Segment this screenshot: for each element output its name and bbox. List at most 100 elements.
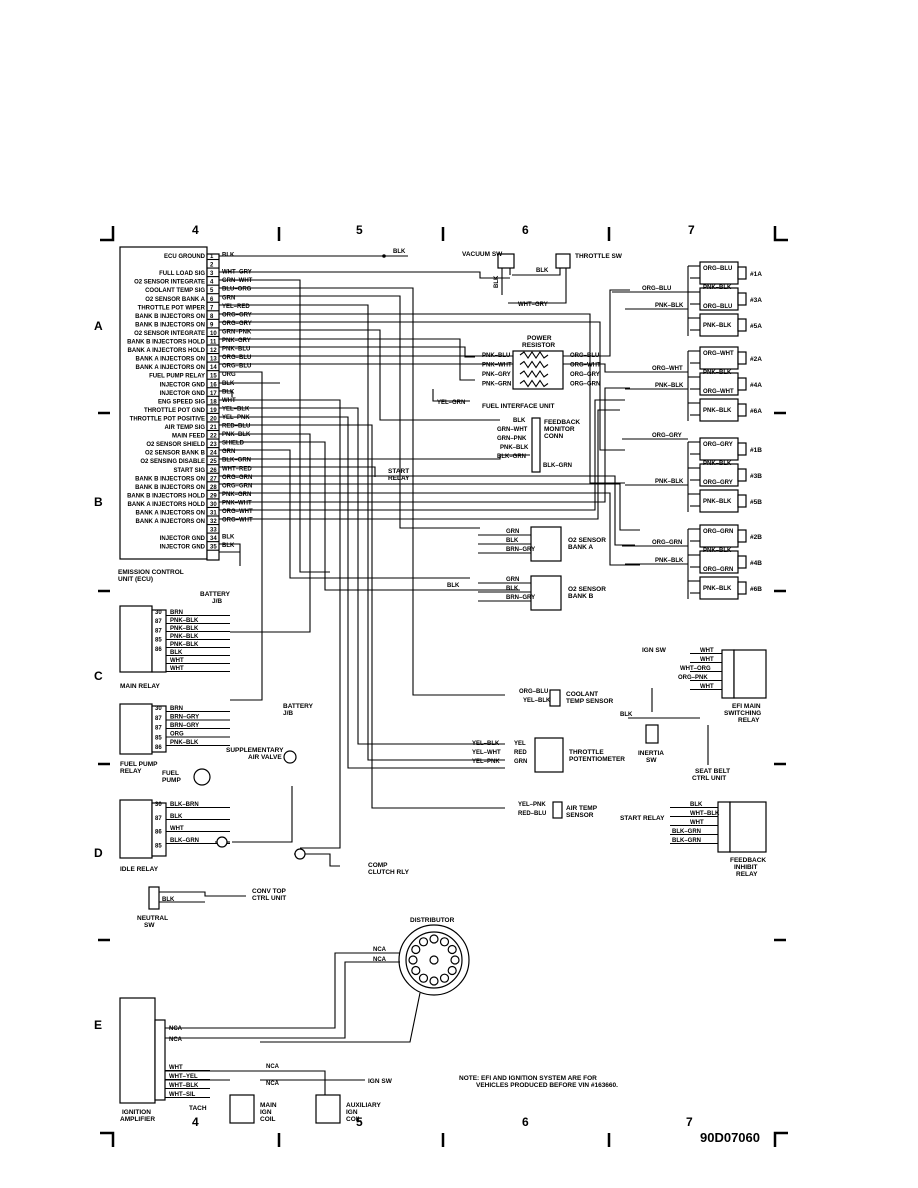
ecu-pin-wire: ORG bbox=[222, 372, 236, 378]
grid-col-5-bottom: 5 bbox=[356, 1115, 363, 1129]
ecu-pin-wire: ORG–GRN bbox=[222, 483, 252, 489]
frame-marks bbox=[98, 226, 788, 1147]
relay-pin: 85 bbox=[155, 735, 162, 741]
injector-feed-label: PNK–BLK bbox=[655, 479, 684, 485]
grid-col-6-bottom: 6 bbox=[522, 1115, 529, 1129]
injector-wire-label: PNK–BLK bbox=[703, 461, 732, 467]
injector-feed-label: ORG–WHT bbox=[652, 366, 683, 372]
ecu-pin-number: 18 bbox=[210, 399, 217, 405]
relay-pin: 30 bbox=[155, 802, 162, 808]
ecu-connector bbox=[206, 253, 220, 561]
ecu-pin-wire: YEL–BLK bbox=[222, 406, 250, 412]
ecu-pin-wire: PNK–BLU bbox=[222, 347, 250, 353]
relay-wire: WHT bbox=[170, 658, 184, 664]
amp-wire: WHT–YEL bbox=[169, 1074, 198, 1080]
resistor-left-wire: PNK–GRN bbox=[482, 382, 511, 388]
ecu-pin-signal: INJECTOR GND bbox=[160, 382, 206, 388]
ecu-pin-wire: BLK bbox=[222, 543, 235, 549]
ecu-pin-signal: ECU GROUND bbox=[164, 254, 206, 260]
efi-wire: ORG–PNK bbox=[678, 675, 708, 681]
grid-row-e: E bbox=[94, 1018, 102, 1032]
ecu-pin-number: 22 bbox=[210, 434, 217, 440]
relay-wire: BRN bbox=[170, 706, 183, 712]
ecu-pin-wire: PNK–WHT bbox=[222, 500, 252, 506]
grid-col-7-top: 7 bbox=[688, 223, 695, 237]
relay-pin: 87 bbox=[155, 619, 162, 625]
efi-wire: WHT bbox=[700, 657, 714, 663]
ecu-pin-wire: PNK–BLK bbox=[222, 432, 251, 438]
injector-label: #4B bbox=[750, 560, 762, 567]
ecu-pin-wire: SHIELD bbox=[222, 441, 245, 447]
ecu-pin-number: 25 bbox=[210, 459, 217, 465]
efi-wire: WHT bbox=[700, 648, 714, 654]
ecu-pin-number: 28 bbox=[210, 485, 217, 491]
throttle-wht-gry-label: WHT–GRY bbox=[518, 302, 548, 308]
ecu-pin-wire: PNK–GRN bbox=[222, 492, 251, 498]
ecu-pin-signal: BANK B INJECTORS ON bbox=[135, 476, 205, 482]
injector-wire-label: ORG–GRY bbox=[703, 442, 733, 448]
amp-wire: WHT–BLK bbox=[169, 1083, 199, 1089]
ecu-pin-number: 29 bbox=[210, 493, 217, 499]
ecu-pin-number: 23 bbox=[210, 442, 217, 448]
ecu-pin-wire: GRN bbox=[222, 295, 235, 301]
relay-wire: BRN–GRY bbox=[170, 723, 199, 729]
relay-wire: WHT bbox=[170, 826, 184, 832]
ecu-pin-signal: BANK A INJECTORS HOLD bbox=[128, 348, 206, 354]
ecu-pin-number: 17 bbox=[210, 391, 217, 397]
relay-wire: BLK bbox=[170, 650, 183, 656]
fbr-wire: WHT–BLK bbox=[690, 811, 720, 817]
ecu-pin-number: 16 bbox=[210, 382, 217, 388]
ecu-pin-wire: PNK–GRY bbox=[222, 338, 251, 344]
ecu-pin-signal: BANK A INJECTORS ON bbox=[136, 365, 205, 371]
relay-pin: 87 bbox=[155, 726, 162, 732]
ecu-pin-signal: O2 SENSOR INTEGRATE bbox=[134, 280, 205, 286]
fbr-wire: BLK–GRN bbox=[672, 838, 701, 844]
ecu-pin-number: 3 bbox=[210, 271, 214, 277]
ecu-pin-number: 35 bbox=[210, 545, 217, 551]
ecu-pin-signal: COOLANT TEMP SIG bbox=[145, 288, 205, 294]
relay-pin: 85 bbox=[155, 638, 162, 644]
main-relay-label: MAIN RELAY bbox=[120, 683, 161, 690]
ecu-pin-number: 10 bbox=[210, 331, 217, 337]
ecu-pin-wire: ORG–GRY bbox=[222, 312, 252, 318]
vacuum-switch: VACUUM SW BLK bbox=[462, 251, 515, 295]
feedback-wire: GRN–PNK bbox=[497, 436, 527, 442]
ecu-pin-wire: GRN bbox=[222, 449, 235, 455]
ecu-pin-wire: RED–BLU bbox=[222, 424, 250, 430]
injector-wire-label: PNK–BLK bbox=[703, 408, 732, 414]
injector-feed-label: PNK–BLK bbox=[655, 303, 684, 309]
relay-pin: 30 bbox=[155, 610, 162, 616]
grid-col-4-bottom: 4 bbox=[192, 1115, 199, 1129]
ecu-pin-signal: BANK B INJECTORS HOLD bbox=[127, 493, 206, 499]
injector-wire-label: ORG–BLU bbox=[703, 304, 732, 310]
injector-wire-label: PNK–BLK bbox=[703, 548, 732, 554]
ecu-pin-signal: MAIN FEED bbox=[172, 434, 206, 440]
injector-feed-label: PNK–BLK bbox=[655, 558, 684, 564]
relay-wire: BRN–GRY bbox=[170, 715, 199, 721]
ecu-pin-number: 6 bbox=[210, 297, 214, 303]
ecu-pin-wire: ORG–GRN bbox=[222, 475, 252, 481]
grid-row-c: C bbox=[94, 669, 103, 683]
